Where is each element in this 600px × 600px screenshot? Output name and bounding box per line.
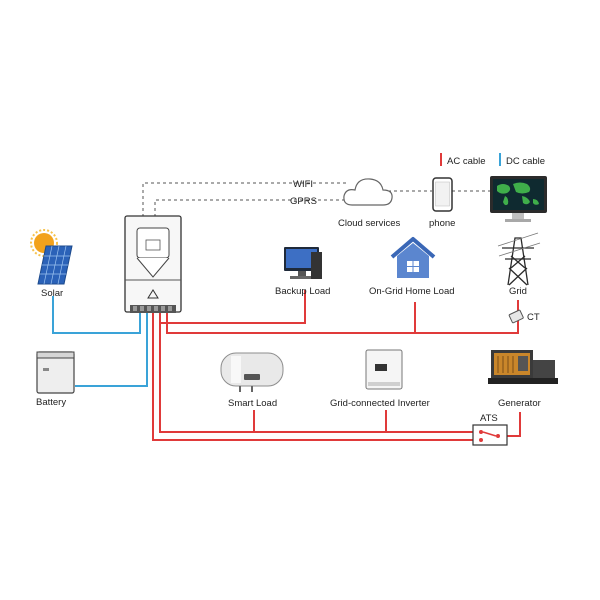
battery-label: Battery	[36, 397, 66, 408]
ats-switch-icon	[472, 424, 508, 446]
cloud-label: Cloud services	[338, 218, 401, 229]
ct-sensor-icon	[508, 309, 524, 324]
water-heater-icon	[220, 352, 284, 392]
ct-label: CT	[527, 312, 540, 323]
house-icon	[390, 237, 436, 278]
smart-load-label: Smart Load	[228, 398, 277, 409]
backup-load-cable	[159, 290, 306, 324]
desktop-icon	[284, 247, 322, 279]
solar-panel-icon	[30, 229, 73, 285]
wifi-link	[142, 182, 348, 217]
generator-icon	[488, 350, 558, 384]
gprs-link	[154, 199, 350, 217]
dc-legend-label: DC cable	[506, 156, 545, 167]
hybrid-inverter-icon	[124, 215, 182, 313]
smart-load-cable	[159, 323, 475, 433]
solar-dc-cable	[52, 296, 141, 334]
grid-label: Grid	[509, 286, 527, 297]
dc-legend-swatch	[499, 153, 501, 166]
legend: AC cable DC cable	[440, 153, 545, 167]
wifi-label: WIFI	[293, 179, 313, 190]
communication-links	[142, 182, 490, 217]
ats-label: ATS	[480, 413, 498, 424]
grid-inverter-label: Grid-connected Inverter	[330, 398, 430, 409]
ac-legend-label: AC cable	[447, 156, 486, 167]
home-load-label: On-Grid Home Load	[369, 286, 455, 297]
pylon-icon	[497, 232, 541, 286]
grid-cable	[166, 300, 519, 334]
grid-inverter-cable	[152, 313, 475, 441]
ac-cables	[152, 290, 521, 441]
phone-icon	[432, 177, 453, 212]
monitor-icon	[490, 176, 547, 222]
battery-icon	[36, 351, 75, 394]
ac-legend-swatch	[440, 153, 442, 166]
grid-inverter-icon	[365, 349, 403, 390]
generator-cable	[507, 412, 521, 437]
generator-label: Generator	[498, 398, 541, 409]
phone-label: phone	[429, 218, 455, 229]
battery-dc-cable	[75, 313, 148, 387]
backup-load-label: Backup Load	[275, 286, 330, 297]
gprs-label: GPRS	[290, 196, 317, 207]
solar-label: Solar	[41, 288, 63, 299]
cloud-icon	[343, 178, 393, 206]
dc-cables	[52, 296, 148, 387]
